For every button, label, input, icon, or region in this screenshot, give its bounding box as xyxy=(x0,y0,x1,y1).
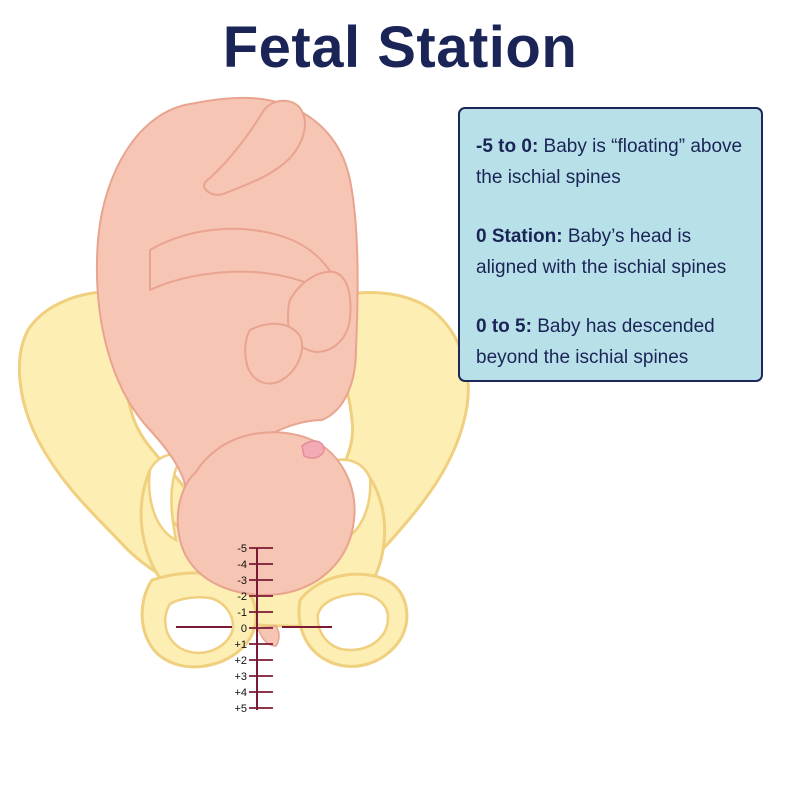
scale-tick-label: +3 xyxy=(234,671,247,683)
info-item-zero-station: 0 Station: Baby’s head is aligned with t… xyxy=(476,221,751,283)
scale-tick-label: +4 xyxy=(234,687,247,699)
right-obturator-opening xyxy=(318,594,388,650)
left-obturator-opening xyxy=(165,597,233,653)
station-info-box: -5 to 0: Baby is “floating” above the is… xyxy=(458,107,763,382)
scale-tick-label: -3 xyxy=(237,575,247,587)
info-heading: -5 to 0 xyxy=(476,136,532,157)
scale-tick-label: +1 xyxy=(234,639,247,651)
fetus-ear xyxy=(302,441,324,458)
info-item-descended: 0 to 5: Baby has descended beyond the is… xyxy=(476,311,751,373)
scale-tick-label: -1 xyxy=(237,607,247,619)
info-heading: 0 to 5: xyxy=(476,316,532,337)
scale-tick-label: -2 xyxy=(237,591,247,603)
scale-tick-label: -5 xyxy=(237,543,247,555)
scale-tick-label: 0 xyxy=(241,623,247,635)
info-heading: 0 Station: xyxy=(476,226,563,247)
scale-tick-label: +5 xyxy=(234,703,247,715)
scale-tick-label: -4 xyxy=(237,559,247,571)
info-item-floating: -5 to 0: Baby is “floating” above the is… xyxy=(476,131,751,193)
scale-tick-label: +2 xyxy=(234,655,247,667)
pubic-symphysis xyxy=(258,626,279,646)
